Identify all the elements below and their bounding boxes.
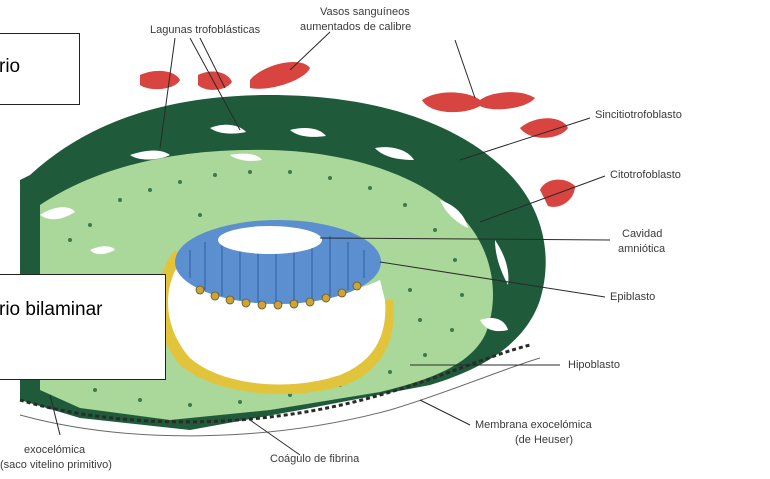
label-citotrofoblasto: Citotrofoblasto bbox=[610, 169, 681, 181]
label-membrana-2: (de Heuser) bbox=[515, 434, 573, 446]
overlay-textbox-top: rio bbox=[0, 33, 80, 105]
amniotic-cavity bbox=[218, 226, 322, 254]
label-hipoblasto: Hipoblasto bbox=[568, 359, 620, 371]
label-cavidad-2: amniótica bbox=[618, 243, 666, 255]
label-epiblasto: Epiblasto bbox=[610, 291, 655, 303]
label-cavidad-1: Cavidad bbox=[622, 228, 662, 240]
label-sincitiotrofoblasto: Sincitiotrofoblasto bbox=[595, 109, 682, 121]
label-lagunas: Lagunas trofoblásticas bbox=[150, 24, 261, 36]
label-vasos-2: aumentados de calibre bbox=[300, 21, 411, 33]
overlay-textbox-bottom: rio bilaminar bbox=[0, 274, 166, 380]
label-coagulo: Coágulo de fibrina bbox=[270, 453, 360, 465]
label-exoceloma-1: exocelómica bbox=[24, 444, 86, 456]
label-exoceloma-2: (saco vitelino primitivo) bbox=[0, 459, 112, 471]
label-vasos-1: Vasos sanguíneos bbox=[320, 6, 410, 18]
overlay-text-top: rio bbox=[0, 56, 20, 78]
label-membrana-1: Membrana exocelómica bbox=[475, 419, 593, 431]
overlay-text-bottom: rio bilaminar bbox=[0, 299, 102, 321]
